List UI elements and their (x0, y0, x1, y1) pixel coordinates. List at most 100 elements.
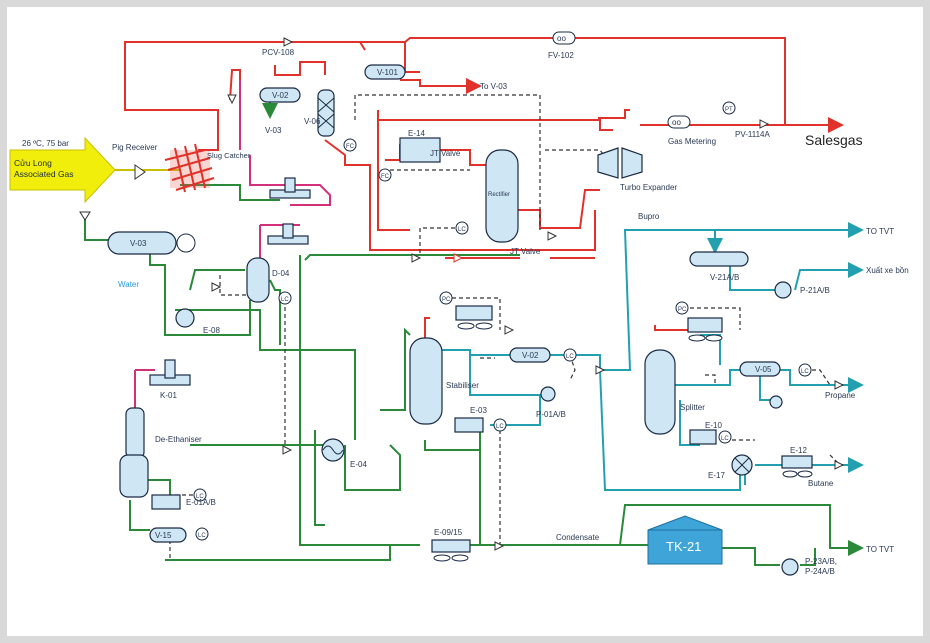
label-e14: E-14 (408, 129, 425, 138)
label-xuat-xe-bon: Xuất xe bồn (866, 266, 909, 275)
k01-heater[interactable] (149, 359, 191, 386)
valves (79, 37, 845, 551)
svg-text:FC: FC (381, 174, 390, 180)
e04-exchanger[interactable] (321, 438, 345, 462)
label-water: Water (118, 280, 139, 289)
label-v06: V-06 (304, 117, 321, 126)
lc-e01[interactable] (193, 488, 207, 502)
svg-text:LC: LC (801, 369, 809, 375)
v05-vessel[interactable] (739, 361, 781, 377)
label-slug-catcher-1: Slug Catcher (207, 151, 251, 160)
label-to-tvt-bottom: TO TVT (866, 545, 894, 554)
feed-conditions: 26 ºC, 75 bar (22, 139, 69, 148)
lc-v15[interactable] (195, 527, 209, 541)
liquid-lines (84, 95, 864, 566)
stabiliser-cooler[interactable] (455, 305, 493, 330)
valve-icon[interactable] (283, 37, 294, 47)
pump-v05[interactable] (769, 395, 783, 409)
label-propane: Propane (825, 391, 856, 400)
gas-metering[interactable] (667, 115, 691, 129)
pig-receiver-valve-icon[interactable] (134, 164, 146, 180)
pc-stabiliser[interactable] (439, 291, 453, 305)
e12-cooler[interactable] (781, 455, 813, 478)
lc-e10[interactable] (718, 430, 732, 444)
valve-icon[interactable] (79, 211, 91, 221)
v15-vessel[interactable] (149, 527, 187, 543)
label-v15: V-15 (155, 531, 172, 540)
turbo-expander[interactable] (597, 147, 643, 179)
label-pcv108: PCV-108 (262, 48, 295, 57)
label-stabiliser: Stabiliser (446, 381, 479, 390)
valve-icon[interactable] (834, 460, 845, 470)
valve-icon[interactable] (411, 253, 422, 263)
valve-icon[interactable] (834, 380, 845, 390)
lc-e03[interactable] (493, 418, 507, 432)
lc-d04[interactable] (278, 291, 292, 305)
valve-icon[interactable] (453, 253, 464, 263)
label-gas-metering: Gas Metering (668, 137, 716, 146)
lc-v02[interactable] (563, 348, 577, 362)
svg-text:LC: LC (281, 297, 289, 303)
splitter-cooler[interactable] (687, 317, 723, 342)
valve-icon[interactable] (759, 119, 770, 129)
label-p21ab: P-21A/B (800, 286, 830, 295)
tk21-tank[interactable] (647, 515, 723, 565)
fv102-meter[interactable] (552, 31, 576, 45)
v02-top-vessel[interactable] (259, 87, 301, 103)
svg-text:LC: LC (198, 533, 206, 539)
v101-vessel[interactable] (364, 64, 406, 80)
valve-icon[interactable] (504, 325, 515, 335)
splitter-column[interactable] (644, 349, 676, 435)
e14-exchanger[interactable] (399, 137, 441, 163)
valve-icon[interactable] (547, 231, 558, 241)
e17-exchanger[interactable] (731, 454, 753, 476)
label-to-v03-top: To V-03 (480, 82, 508, 91)
e10-exchanger[interactable] (689, 429, 717, 445)
p21ab-pump[interactable] (774, 281, 792, 299)
product-lines (440, 222, 864, 491)
heater-top-1[interactable] (269, 177, 311, 199)
lc-rectifier[interactable] (455, 221, 469, 235)
p23-pump[interactable] (781, 558, 799, 576)
e01ab-exchanger[interactable] (151, 494, 181, 510)
label-pv1114a: PV-1114A (735, 130, 771, 139)
label-to-tvt-top: TO TVT (866, 227, 894, 236)
valve-icon[interactable] (494, 541, 505, 551)
v21ab-vessel[interactable] (689, 251, 749, 267)
label-e03: E-03 (470, 406, 487, 415)
label-k01: K-01 (160, 391, 177, 400)
e03-exchanger[interactable] (454, 417, 484, 433)
feed-arrow (9, 136, 116, 204)
pc-splitter[interactable] (675, 301, 689, 315)
rectifier-column[interactable] (485, 149, 519, 243)
pt-instrument[interactable] (722, 101, 736, 115)
label-tk21: TK-21 (666, 539, 701, 554)
de-ethaniser-column[interactable] (119, 407, 149, 498)
v06-column[interactable] (317, 89, 335, 137)
svg-text:oo: oo (557, 34, 566, 43)
stabiliser-column[interactable] (409, 337, 443, 425)
p01ab-pump[interactable] (540, 386, 556, 402)
heater-top-2[interactable] (267, 223, 309, 245)
v02-mid-vessel[interactable] (509, 347, 551, 363)
valve-icon[interactable] (227, 94, 237, 105)
valve-icon[interactable] (595, 365, 606, 375)
label-v02-mid: V-02 (522, 351, 539, 360)
fc-instrument-2[interactable] (378, 168, 392, 182)
label-e08: E-08 (203, 326, 220, 335)
label-d04: D-04 (272, 269, 290, 278)
valve-icon[interactable] (282, 445, 293, 455)
e09-15-cooler[interactable] (431, 539, 471, 562)
svg-text:LC: LC (458, 227, 466, 233)
v03-main-vessel[interactable] (107, 231, 177, 255)
label-e12: E-12 (790, 446, 807, 455)
fc-instrument-1[interactable] (343, 138, 357, 152)
slug-catcher[interactable] (164, 143, 215, 193)
valve-icon[interactable] (211, 282, 222, 292)
lc-v05[interactable] (798, 363, 812, 377)
svg-text:LC: LC (196, 494, 204, 500)
e08-exchanger[interactable] (175, 308, 195, 328)
d04-vessel[interactable] (246, 257, 270, 303)
label-splitter: Splitter (680, 403, 705, 412)
svg-text:LC: LC (566, 354, 574, 360)
